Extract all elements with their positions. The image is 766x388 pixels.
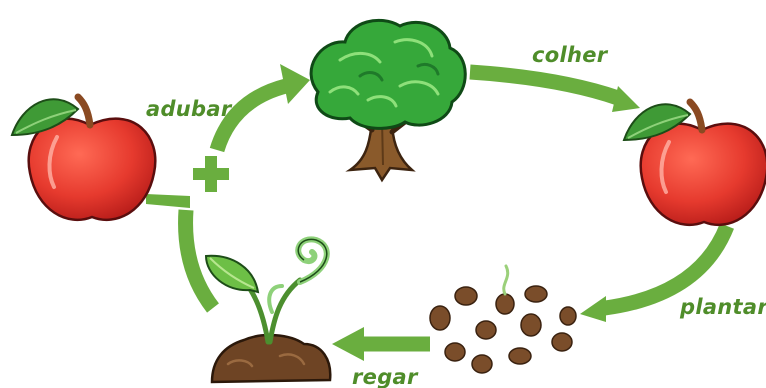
seeds-icon <box>430 266 576 373</box>
apple-icon <box>12 97 155 220</box>
tree-icon <box>311 20 465 180</box>
label-colher: colher <box>532 43 609 67</box>
arrow-colher <box>470 72 640 112</box>
plus-icon <box>193 156 229 192</box>
arrow-regar <box>332 327 430 361</box>
arrow-grow <box>146 194 213 308</box>
seedling-icon <box>206 239 330 382</box>
apple-icon <box>624 102 766 225</box>
label-adubar: adubar <box>146 97 233 121</box>
label-regar: regar <box>352 365 419 388</box>
label-plantar: plantar <box>679 295 766 319</box>
